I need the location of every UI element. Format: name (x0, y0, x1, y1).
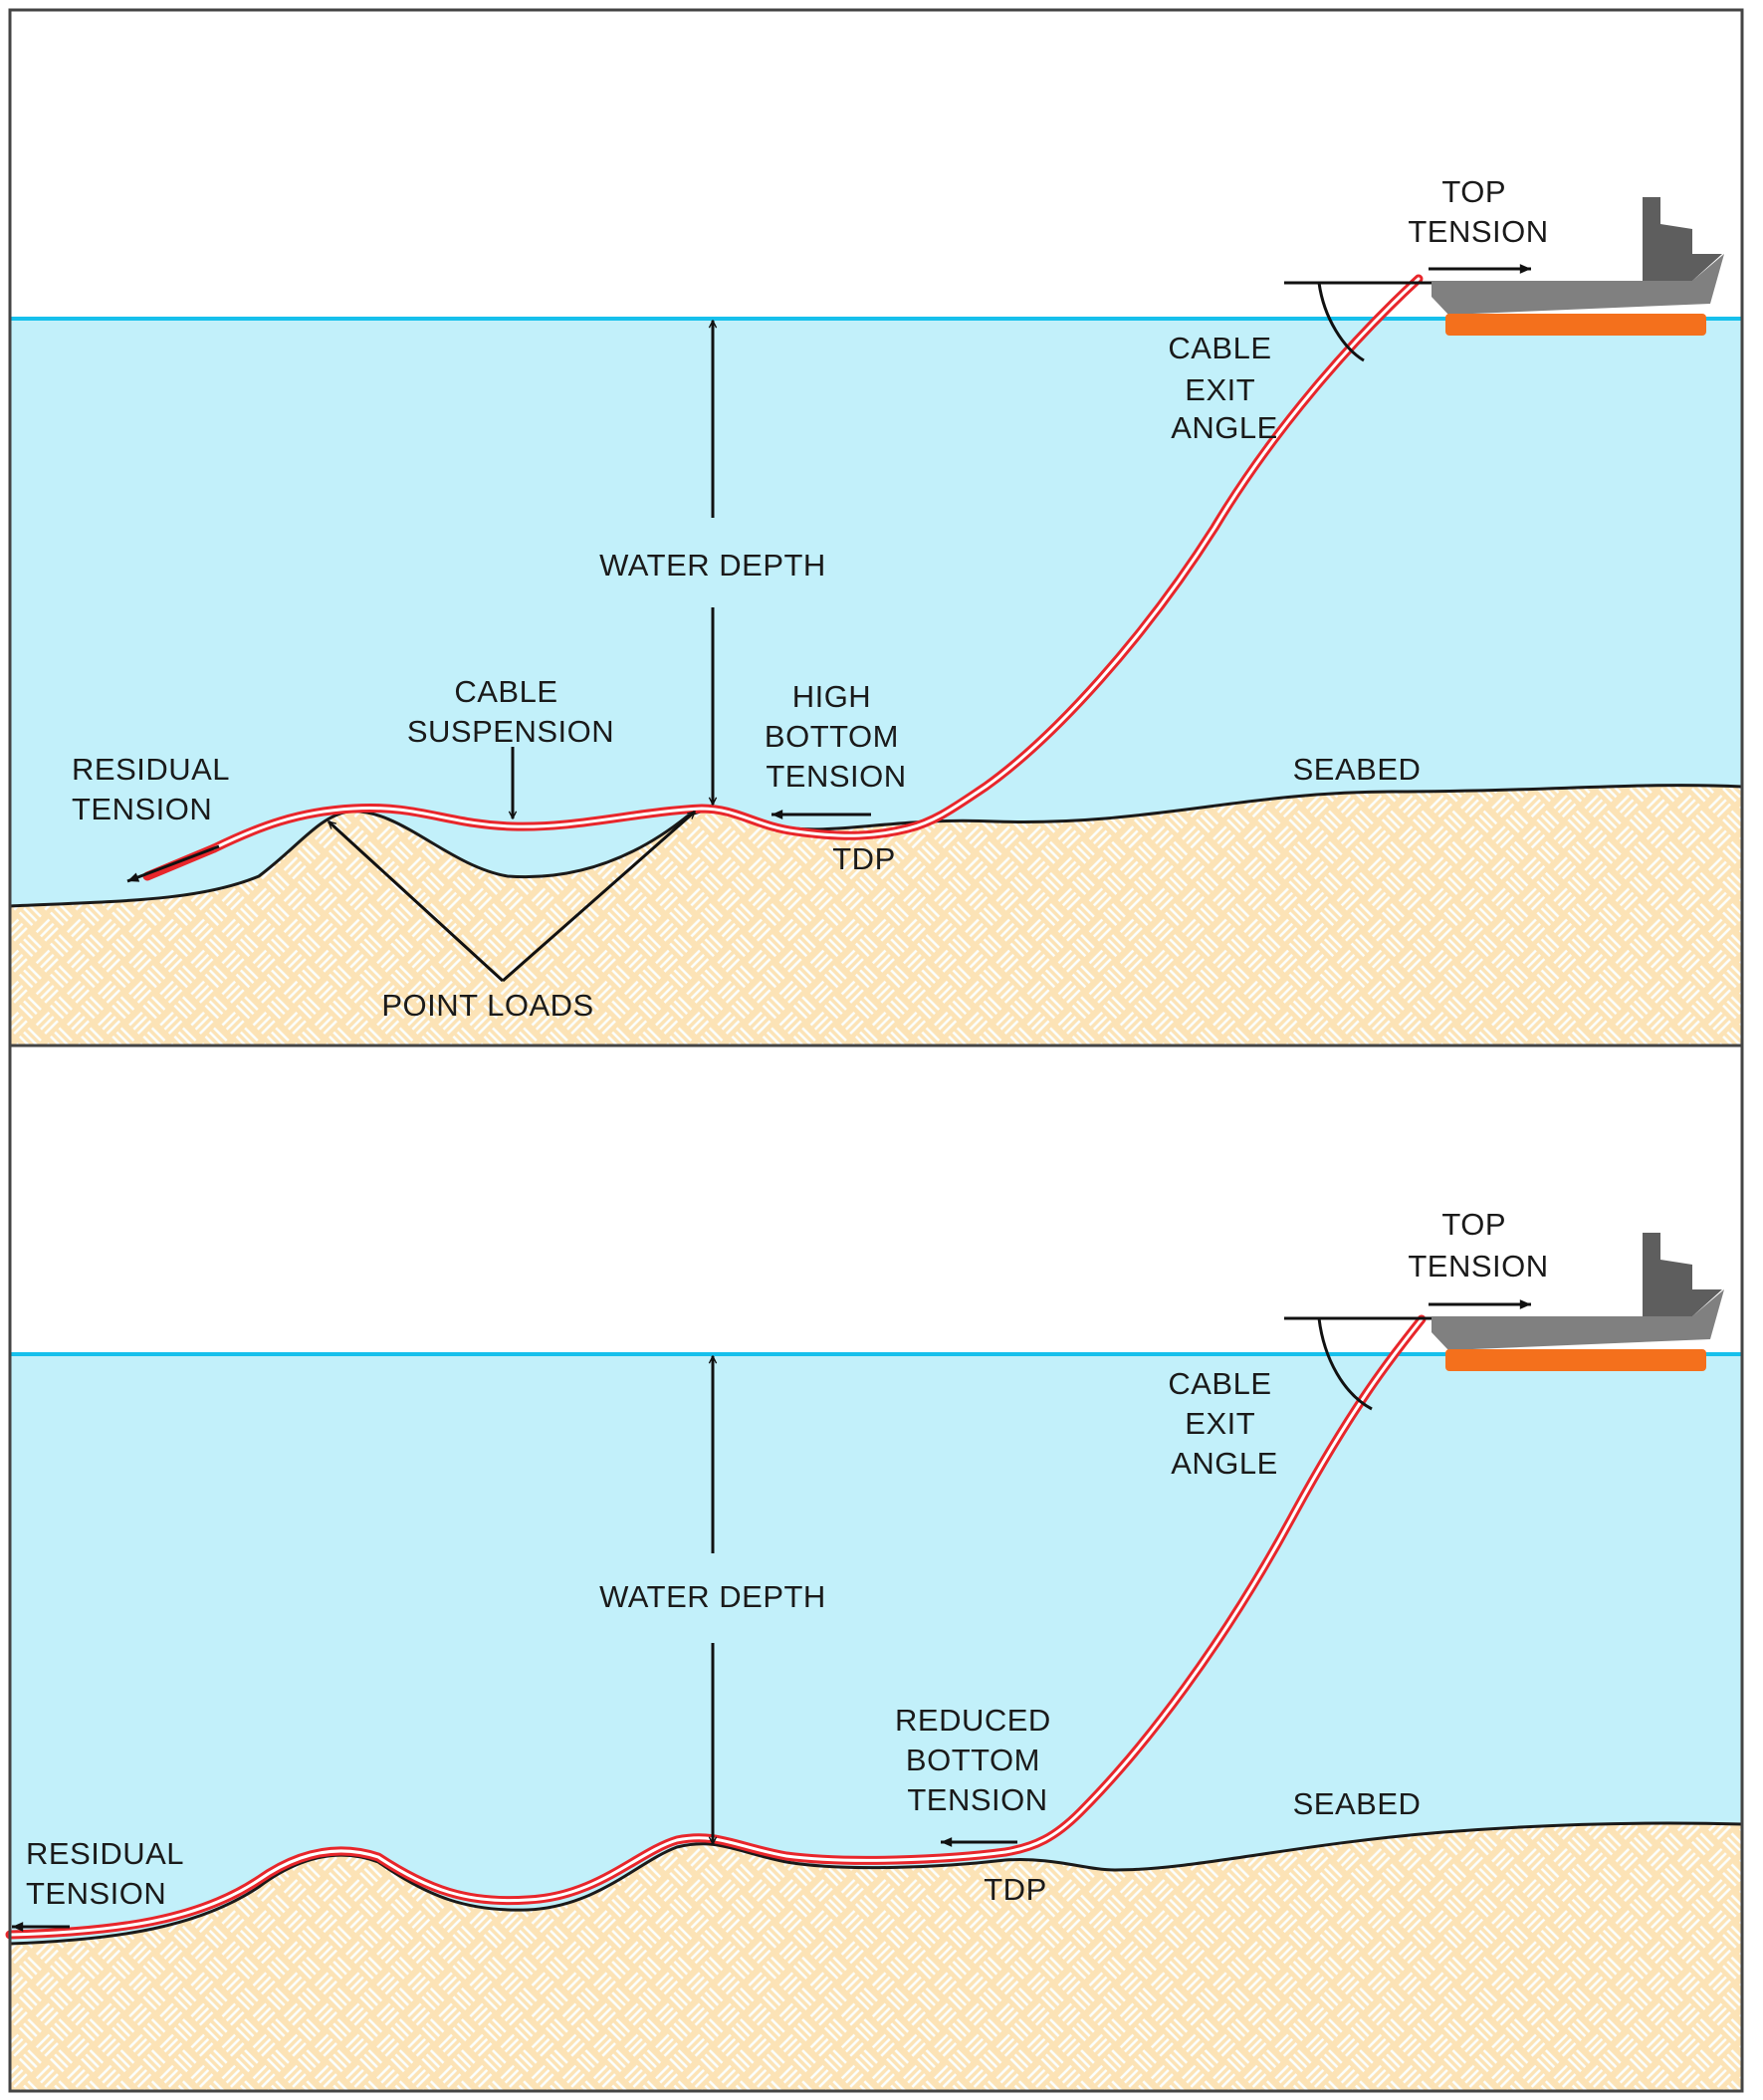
cable-exit-angle-label: CABLE EXIT ANGLE (1168, 331, 1280, 445)
point-loads-label: POINT LOADS (381, 988, 593, 1023)
exit-angle-arc (1317, 1317, 1373, 1411)
point-load-arrow-left (329, 819, 505, 983)
panel-bottom-frame (8, 1044, 1744, 2093)
point-load-arrow-right (502, 810, 695, 983)
top-tension-label: TOP TENSION (1408, 1207, 1548, 1283)
seabed-label: SEABED (1293, 1786, 1422, 1821)
ship-stripe (1445, 314, 1706, 336)
exit-angle-arc (1317, 282, 1365, 362)
ship-hull (1432, 1289, 1724, 1350)
cable-bottom-core (8, 1317, 1424, 1937)
seabed-label: SEABED (1293, 752, 1422, 787)
seabed-ground (10, 1822, 1742, 2091)
water-depth-label: WATER DEPTH (599, 1579, 826, 1614)
cable-exit-angle-label: CABLE EXIT ANGLE (1168, 1366, 1280, 1481)
ship-bottom (1432, 1233, 1724, 1371)
reduced-bottom-tension-label: REDUCED BOTTOM TENSION (895, 1703, 1060, 1817)
water-depth-label: WATER DEPTH (599, 548, 826, 583)
ship-hull (1432, 254, 1724, 315)
ship-stripe (1445, 1349, 1706, 1371)
top-tension-label: TOP TENSION (1408, 174, 1548, 249)
panel-top: TOP TENSION CABLE EXIT ANGLE WATER DEPTH… (8, 8, 1744, 1048)
tdp-label: TDP (832, 841, 896, 876)
high-bottom-tension-label: HIGH BOTTOM TENSION (765, 679, 908, 794)
cable-suspension-label: CABLE SUSPENSION (407, 674, 614, 749)
ship-top (1432, 197, 1724, 336)
residual-tension-label: RESIDUAL TENSION (26, 1836, 192, 1911)
cable-top-core (212, 277, 1421, 850)
ship-superstructure (1643, 1233, 1722, 1316)
tdp-label: TDP (984, 1872, 1047, 1907)
residual-tension-arrow (126, 844, 220, 883)
residual-tension-label: RESIDUAL TENSION (72, 752, 238, 826)
panel-bottom: TOP TENSION CABLE EXIT ANGLE WATER DEPTH… (5, 1044, 1744, 2093)
ship-superstructure (1643, 197, 1722, 281)
seabed-profile (9, 1821, 1743, 1946)
